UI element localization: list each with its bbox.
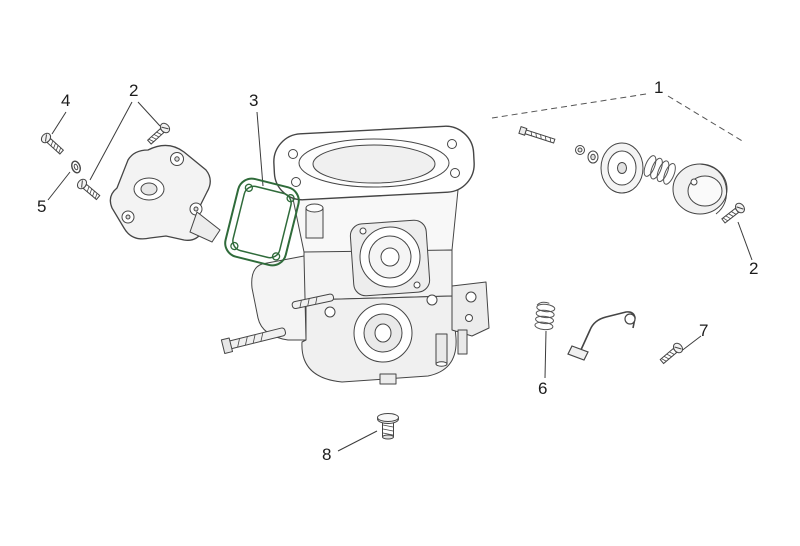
screw-vacuum [518,126,556,144]
callout-6[interactable]: 6 [538,379,548,398]
callout-8[interactable]: 8 [322,445,332,464]
carburettor-body [220,125,490,385]
diaphragm [600,142,644,194]
intake-flange [273,125,475,201]
screw-8 [377,413,399,440]
callout-7[interactable]: 7 [699,321,709,340]
callout-3[interactable]: 3 [249,91,259,110]
vacuum-spring [643,155,676,185]
callout-1-dashed-leaders [491,93,745,143]
leader-lines [47,101,753,452]
pump-cover [109,144,221,243]
mounting-stud-short [291,293,335,310]
callout-2-left[interactable]: 2 [129,81,139,100]
vacuum-chamber-assembly [518,126,728,215]
screw-4 [39,130,66,157]
screw-2-lower [75,176,102,202]
return-spring [534,301,556,331]
gasket [224,177,300,267]
throttle-bore [349,219,431,297]
vacuum-cover [672,163,728,215]
washer [71,160,81,174]
callout-1[interactable]: 1 [654,78,664,97]
callout-4[interactable]: 4 [61,91,71,110]
callout-2-right[interactable]: 2 [749,259,759,278]
callout-5[interactable]: 5 [37,197,47,216]
mounting-stud-long [220,327,286,355]
screw-7 [658,340,685,366]
throttle-lever [567,311,636,361]
